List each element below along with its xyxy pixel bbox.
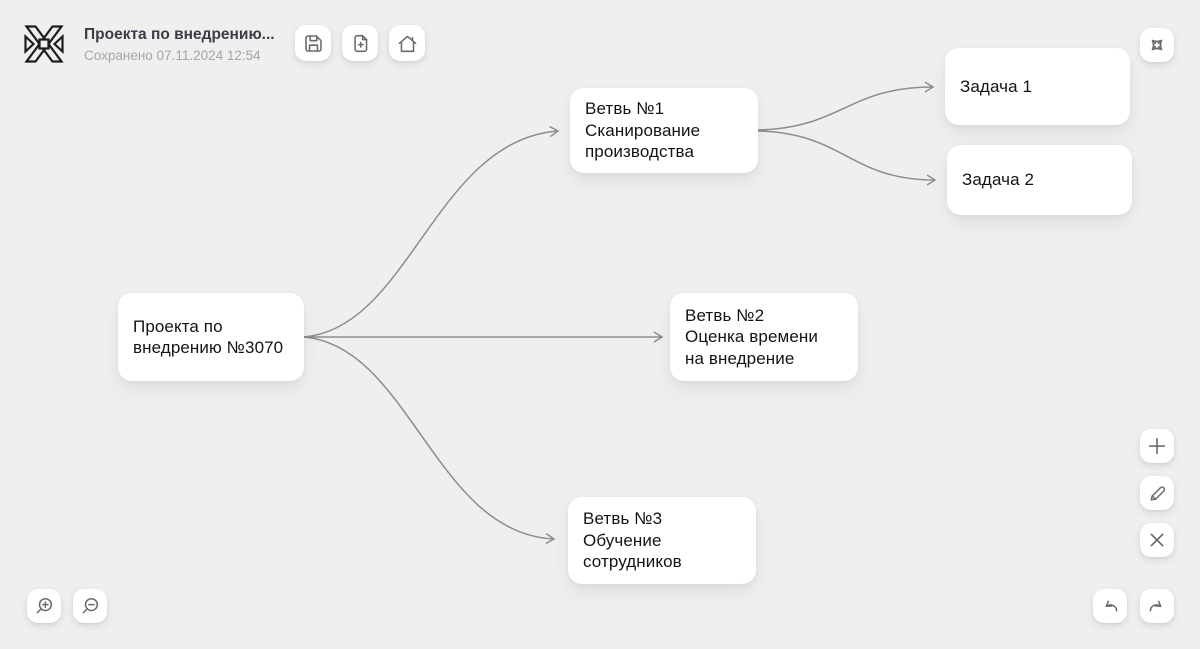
add-node-button[interactable]	[1140, 429, 1174, 463]
zoom-out-button[interactable]	[73, 589, 107, 623]
close-icon	[1150, 533, 1164, 547]
fullscreen-icon	[1151, 39, 1163, 51]
app-logo pinwheel-logo-icon	[24, 25, 64, 63]
zoom-out-icon	[82, 597, 99, 614]
node-branch-2[interactable]: Ветвь №2 Оценка времени на внедрение	[670, 293, 858, 381]
header-text-block: Проекта по внедрению... Сохранено 07.11.…	[84, 26, 275, 63]
plus-icon	[1148, 437, 1166, 455]
node-task-1[interactable]: Задача 1	[945, 48, 1130, 125]
undo-button[interactable]	[1093, 589, 1127, 623]
new-file-icon	[353, 34, 367, 52]
edge-root-branch1	[303, 125, 560, 338]
redo-icon	[1149, 600, 1162, 612]
node-branch-1[interactable]: Ветвь №1 Сканирование производства	[570, 88, 758, 173]
node-task-2[interactable]: Задача 2	[947, 145, 1132, 215]
undo-icon	[1105, 600, 1118, 612]
zoom-in-icon	[36, 597, 53, 614]
fullscreen-button[interactable]	[1140, 28, 1174, 62]
zoom-in-button[interactable]	[27, 589, 61, 623]
node-root-project[interactable]: Проекта по внедрению №3070	[118, 293, 304, 381]
redo-button[interactable]	[1140, 589, 1174, 623]
map-title: Проекта по внедрению...	[84, 26, 275, 43]
saved-status: Сохранено 07.11.2024 12:54	[84, 48, 261, 63]
home-button[interactable]	[389, 25, 425, 61]
save-icon	[304, 34, 322, 52]
pencil-icon	[1150, 486, 1166, 501]
delete-node-button[interactable]	[1140, 523, 1174, 557]
node-branch-3[interactable]: Ветвь №3 Обучение сотрудников	[568, 497, 756, 584]
home-icon	[398, 35, 416, 52]
edit-node-button[interactable]	[1140, 476, 1174, 510]
edge-branch1-task2	[757, 130, 937, 186]
edge-root-branch3	[303, 336, 556, 545]
new-file-button[interactable]	[342, 25, 378, 61]
save-button[interactable]	[295, 25, 331, 61]
edge-branch1-task1	[757, 81, 935, 131]
